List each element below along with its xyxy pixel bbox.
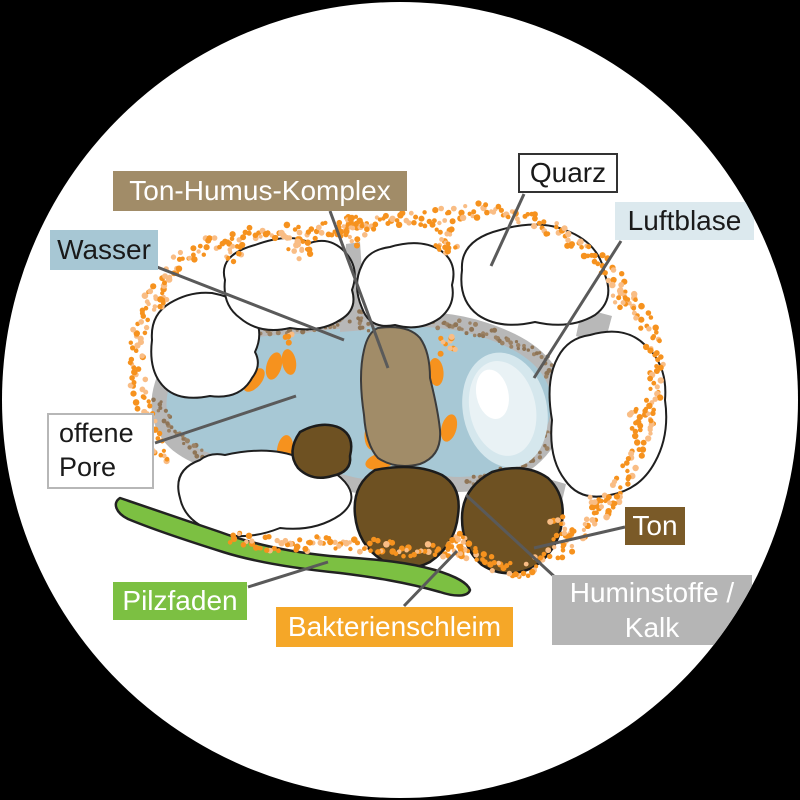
leader-bakterienschleim	[402, 549, 459, 608]
leader-luftblase	[532, 240, 623, 379]
label-pilzfaden: Pilzfaden	[113, 582, 247, 620]
leader-ton	[533, 525, 626, 550]
quartz-grain	[356, 242, 455, 329]
label-text: Quarz	[529, 157, 607, 189]
label-text: Ton-Humus-Komplex	[129, 175, 391, 207]
label-text: Luftblase	[627, 205, 742, 237]
leader-offene-pore	[154, 394, 297, 445]
fungal-hypha-shape	[114, 496, 472, 597]
label-text: Wasser	[57, 234, 151, 266]
clay-humus-complex-shape	[360, 326, 442, 467]
leader-lines	[154, 193, 626, 608]
leader-wasser	[156, 265, 345, 342]
label-offene-pore: offene Pore	[47, 413, 154, 489]
label-text-line2: Pore	[59, 452, 117, 482]
label-ton: Ton	[625, 507, 685, 545]
label-text: Bakterienschleim	[287, 611, 502, 643]
clay-particle	[291, 423, 353, 479]
label-text-line1: offene	[59, 418, 134, 449]
label-text-line1: Huminstoffe /	[569, 577, 735, 608]
air-bubble	[462, 352, 548, 468]
leader-huminstoffe	[464, 493, 559, 581]
label-wasser: Wasser	[50, 230, 158, 270]
label-luftblase: Luftblase	[615, 202, 754, 240]
quartz-grain	[460, 223, 610, 326]
label-text-line2: Kalk	[624, 612, 680, 643]
leader-ton-humus	[328, 210, 390, 369]
leader-quarz	[489, 193, 526, 267]
label-huminstoffe-kalk: Huminstoffe / Kalk	[552, 575, 752, 645]
label-ton-humus-komplex: Ton-Humus-Komplex	[113, 171, 407, 211]
label-text: Ton	[632, 510, 678, 542]
leader-pilzfaden	[247, 560, 329, 589]
quartz-grain	[222, 237, 356, 331]
bacterial-slime-dots	[127, 200, 666, 579]
label-text: Pilzfaden	[122, 585, 238, 617]
label-quarz: Quarz	[518, 153, 618, 193]
label-bakterienschleim: Bakterienschleim	[276, 607, 513, 647]
